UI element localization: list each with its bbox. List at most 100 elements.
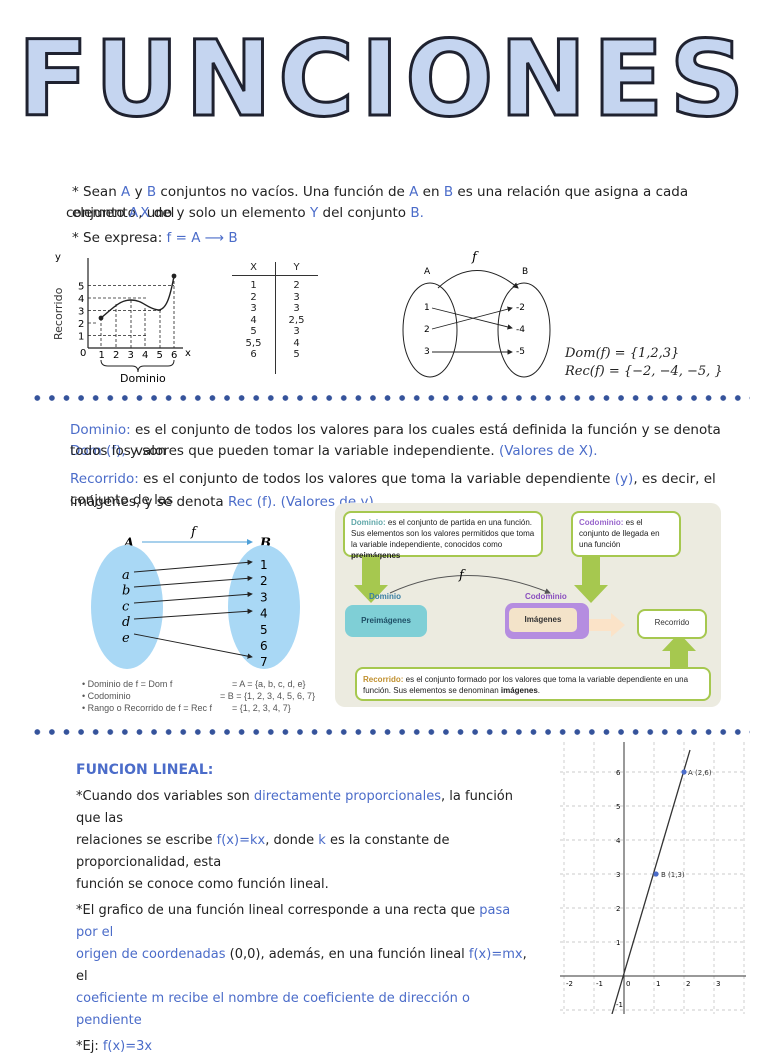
domain-element: b	[122, 584, 130, 599]
table-cell: 2,5	[288, 314, 305, 326]
set-b-ellipse	[228, 545, 300, 669]
page-title: FUNCIONES	[16, 17, 751, 142]
table-cell: 6	[250, 349, 257, 360]
domain-element: c	[122, 599, 130, 614]
svg-text:f: f	[190, 525, 198, 540]
intro-expresa: * Se expresa: f = A ⟶ B	[72, 230, 238, 246]
table-cell: 1	[250, 280, 257, 291]
y-tick-label: 3	[78, 307, 84, 318]
definition-dominio: Dominio: es el conjunto de todos los val…	[70, 422, 721, 459]
lineal-paragraph: *Cuando dos variables son directamente p…	[76, 789, 527, 1054]
codomain-element: 1	[260, 558, 268, 572]
y-tick-label: 1	[616, 939, 620, 947]
x-tick-label: 2	[686, 980, 690, 988]
x-tick-label: 4	[142, 350, 148, 361]
y-tick-label: 1	[78, 332, 84, 343]
domain-element: 3	[424, 347, 430, 357]
point-a-label: A (2,6)	[688, 769, 712, 777]
curve-start-point	[98, 315, 104, 321]
dotted-separator	[30, 394, 750, 402]
codomain-element: 5	[260, 623, 268, 637]
definition-dominio-line2: todos los valores que pueden tomar la va…	[70, 443, 598, 459]
x-tick-label: 1	[99, 350, 105, 361]
x-tick-label: 3	[716, 980, 720, 988]
curve-end-point	[171, 273, 177, 279]
svg-text:f: f	[471, 250, 479, 265]
table-cell: 3	[293, 291, 300, 303]
imagenes-box: Imágenes	[509, 608, 577, 632]
table-cell: 5	[250, 326, 257, 337]
curve	[100, 275, 175, 319]
x-tick-label: 3	[128, 350, 134, 361]
x-tick-label: 5	[157, 350, 163, 361]
y-tick-label: -1	[616, 1001, 623, 1009]
x-tick-label: 2	[113, 350, 119, 361]
table-cell: 3	[293, 326, 300, 337]
y-tick-label: 5	[78, 282, 84, 293]
y-tick-label: 2	[616, 905, 620, 913]
dominio-label: Dominio	[369, 592, 401, 601]
codomain-element: 4	[260, 607, 268, 621]
origin-label: 0	[80, 348, 86, 359]
point-b	[653, 871, 659, 877]
table-cell: 5	[293, 349, 300, 360]
definition-recorrido: Recorrido: es el conjunto de todos los v…	[70, 471, 716, 508]
recorrido-box: Recorrido	[637, 609, 707, 639]
codomain-element: 3	[260, 590, 268, 604]
dom-f: Dom(f) = {1,2,3}	[565, 346, 680, 361]
domain-element: e	[122, 631, 130, 646]
dotted-separator	[30, 728, 750, 736]
mapping-diagram-1: f A B 123-2-4-5	[402, 250, 551, 378]
domain-element: 2	[424, 325, 430, 335]
domain-brace	[100, 359, 175, 373]
domain-element: 1	[424, 303, 430, 313]
table-header-y: Y	[293, 262, 300, 273]
y-tick-label: 5	[616, 803, 620, 811]
set-a-ellipse	[402, 282, 458, 378]
lineal-heading: FUNCION LINEAL:	[76, 762, 214, 778]
set-b-ellipse	[497, 282, 551, 378]
dominio-card: Dominio: es el conjunto de partida en un…	[343, 511, 543, 560]
rec-f: Rec(f) = {−2, −4, −5, }	[565, 364, 723, 379]
table-cell: 4	[250, 314, 257, 326]
intro-paragraph: * Sean A y B conjuntos no vacíos. Una fu…	[72, 184, 689, 221]
table-cell: 2	[293, 280, 300, 291]
y-axis-label: y	[55, 252, 61, 263]
table-cell: 5,5	[245, 337, 262, 349]
imagenes-outer: Imágenes	[505, 603, 589, 639]
codominio-label: Codominio	[525, 592, 567, 601]
table-cell: 2	[250, 291, 257, 303]
point-b-label: B (1,3)	[661, 871, 685, 879]
map2-notes: • Dominio de f = Dom f= A = {a, b, c, d,…	[82, 679, 316, 713]
set-a-label: A	[424, 267, 431, 277]
codomain-element: 7	[260, 655, 268, 669]
set-a-ellipse	[91, 545, 163, 669]
line-y-3x	[611, 749, 691, 1014]
table-cell: 4	[293, 337, 300, 349]
y-tick-label: 6	[616, 769, 621, 777]
point-a	[681, 769, 687, 775]
x-axis-label: x	[185, 348, 191, 359]
y-tick-label: 2	[78, 319, 84, 330]
table-header-x: X	[250, 262, 257, 273]
domain-element: d	[122, 615, 130, 630]
svg-text:f: f	[458, 568, 466, 583]
y-tick-label: 4	[78, 294, 84, 305]
y-tick-label: 4	[616, 837, 621, 845]
recorrido-card: Recorrido: es el conjunto formado por lo…	[355, 667, 711, 701]
concept-map: Dominio: es el conjunto de partida en un…	[335, 503, 721, 707]
table-cell: 3	[250, 303, 257, 314]
graph-xlabel: Dominio	[120, 372, 166, 385]
y-tick-label: 3	[616, 871, 620, 879]
codomain-element: -5	[516, 347, 525, 357]
